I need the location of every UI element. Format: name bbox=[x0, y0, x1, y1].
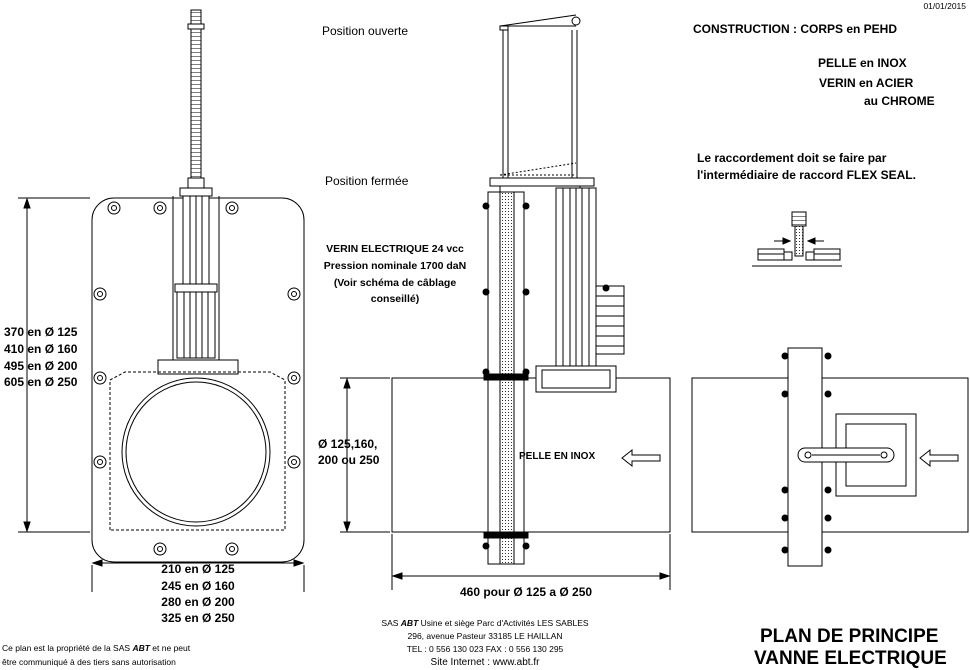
drawing-title-line1: PLAN DE PRINCIPE bbox=[760, 626, 939, 647]
property-note-pre: Ce plan est la propriété de la SAS bbox=[2, 643, 131, 653]
drawing-title-line2: VANNE ELECTRIQUE bbox=[754, 648, 947, 669]
connection-note-line2: l'intermédiaire de raccord FLEX SEAL. bbox=[697, 168, 916, 182]
length-dim: 460 pour Ø 125 a Ø 250 bbox=[460, 585, 593, 599]
width-dimension bbox=[91, 559, 305, 592]
height-dim-1: 410 en Ø 160 bbox=[4, 342, 78, 356]
width-dim-2: 280 en Ø 200 bbox=[161, 595, 235, 609]
width-dim-3: 325 en Ø 250 bbox=[161, 611, 235, 625]
company-address: 296, avenue Pasteur 33185 LE HAILLAN bbox=[407, 631, 563, 641]
actuator-line3: (Voir schéma de câblage bbox=[333, 277, 457, 289]
height-dim-2: 495 en Ø 200 bbox=[4, 359, 78, 373]
company-post: Usine et siège Parc d'Activités LES SABL… bbox=[420, 618, 589, 628]
company-website: Site Internet : www.abt.fr bbox=[430, 657, 540, 668]
diameter-dimension bbox=[340, 377, 390, 533]
actuator-line2: Pression nominale 1700 daN bbox=[323, 260, 467, 272]
construction-blade: PELLE en INOX bbox=[818, 56, 907, 70]
flex-seal-detail bbox=[752, 211, 842, 267]
company-phone: TEL : 0 556 130 023 FAX : 0 556 130 295 bbox=[406, 644, 564, 654]
top-view bbox=[691, 347, 969, 567]
height-dimension bbox=[18, 197, 90, 533]
width-dim-0: 210 en Ø 125 bbox=[161, 562, 235, 576]
abt-logo-company: ABT bbox=[400, 618, 419, 628]
construction-ram-1: VERIN en ACIER bbox=[819, 76, 914, 90]
position-closed-label: Position fermée bbox=[325, 174, 409, 188]
abt-logo: ABT bbox=[132, 643, 150, 653]
front-bolts bbox=[93, 201, 301, 556]
construction-body: CONSTRUCTION : CORPS en PEHD bbox=[693, 22, 898, 36]
actuator-line1: VERIN ELECTRIQUE 24 vcc bbox=[326, 243, 464, 255]
property-note-line2: être communiqué à des tiers sans autoris… bbox=[2, 657, 176, 667]
front-view bbox=[91, 9, 305, 563]
length-dimension bbox=[391, 534, 671, 590]
position-open-label: Position ouverte bbox=[322, 24, 409, 38]
date-stamp: 01/01/2015 bbox=[923, 1, 966, 11]
blade-label: PELLE EN INOX bbox=[519, 451, 596, 462]
construction-ram-2: au CHROME bbox=[864, 94, 935, 108]
property-note-line1: Ce plan est la propriété de la SAS ABT e… bbox=[2, 643, 191, 654]
company-line: SAS ABT Usine et siège Parc d'Activités … bbox=[350, 618, 620, 629]
diameter-dim-line2: 200 ou 250 bbox=[318, 453, 380, 467]
height-dim-0: 370 en Ø 125 bbox=[4, 325, 78, 339]
side-view bbox=[391, 14, 671, 565]
property-note-post: et ne peut bbox=[152, 643, 191, 653]
company-pre: SAS bbox=[381, 618, 399, 628]
width-dim-1: 245 en Ø 160 bbox=[161, 579, 235, 593]
diameter-dim-line1: Ø 125,160, bbox=[318, 437, 378, 451]
height-dim-3: 605 en Ø 250 bbox=[4, 375, 78, 389]
connection-note-line1: Le raccordement doit se faire par bbox=[697, 151, 887, 165]
actuator-line4: conseillé) bbox=[370, 293, 420, 305]
